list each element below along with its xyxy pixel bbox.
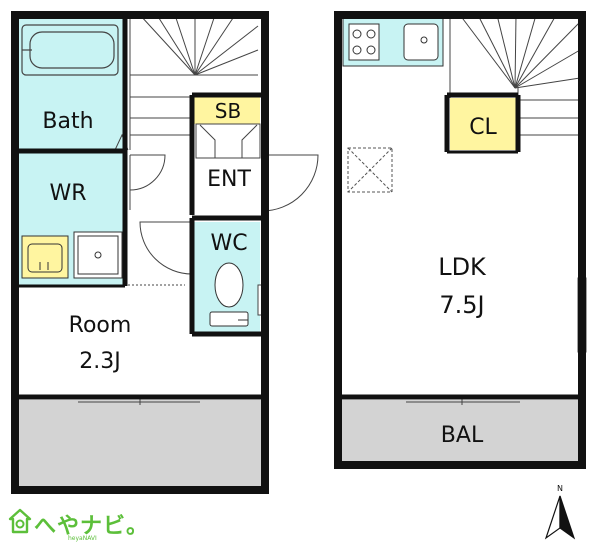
bath-area: [15, 15, 125, 151]
kitchen: [342, 17, 444, 67]
cl-area: [450, 98, 516, 150]
walls-left: [11, 11, 269, 494]
windows-right: [406, 277, 587, 405]
house-logo-icon: [8, 508, 32, 534]
brand-logo: へやナビ。: [34, 514, 150, 539]
brand-logo-sub: heyaNAVI: [68, 535, 97, 542]
ldk-size-label: 7.5J: [439, 291, 484, 319]
room-size-label: 2.3J: [79, 349, 120, 374]
north-label: N: [557, 484, 563, 493]
wash-basin: [27, 243, 63, 273]
north-arrow-icon: N: [544, 484, 576, 540]
fridge-space: [347, 147, 393, 193]
stairs-left: [114, 14, 259, 151]
walls-right: [334, 11, 586, 469]
bal-label: BAL: [441, 423, 484, 448]
balcony-left-area: [15, 400, 265, 490]
bathtub: [21, 24, 119, 76]
sb-area: [194, 96, 260, 124]
room-label: Room: [69, 313, 132, 338]
toilet: [209, 262, 249, 327]
washer-pan: [73, 231, 123, 279]
ent-label: ENT: [207, 167, 251, 192]
wc-label: WC: [210, 231, 247, 256]
balcony-right-area: [338, 400, 582, 465]
cl-label: CL: [469, 115, 497, 140]
wr-label: WR: [49, 181, 86, 206]
bath-label: Bath: [42, 109, 93, 134]
ldk-label: LDK: [438, 253, 487, 281]
sb-label: SB: [215, 99, 241, 123]
